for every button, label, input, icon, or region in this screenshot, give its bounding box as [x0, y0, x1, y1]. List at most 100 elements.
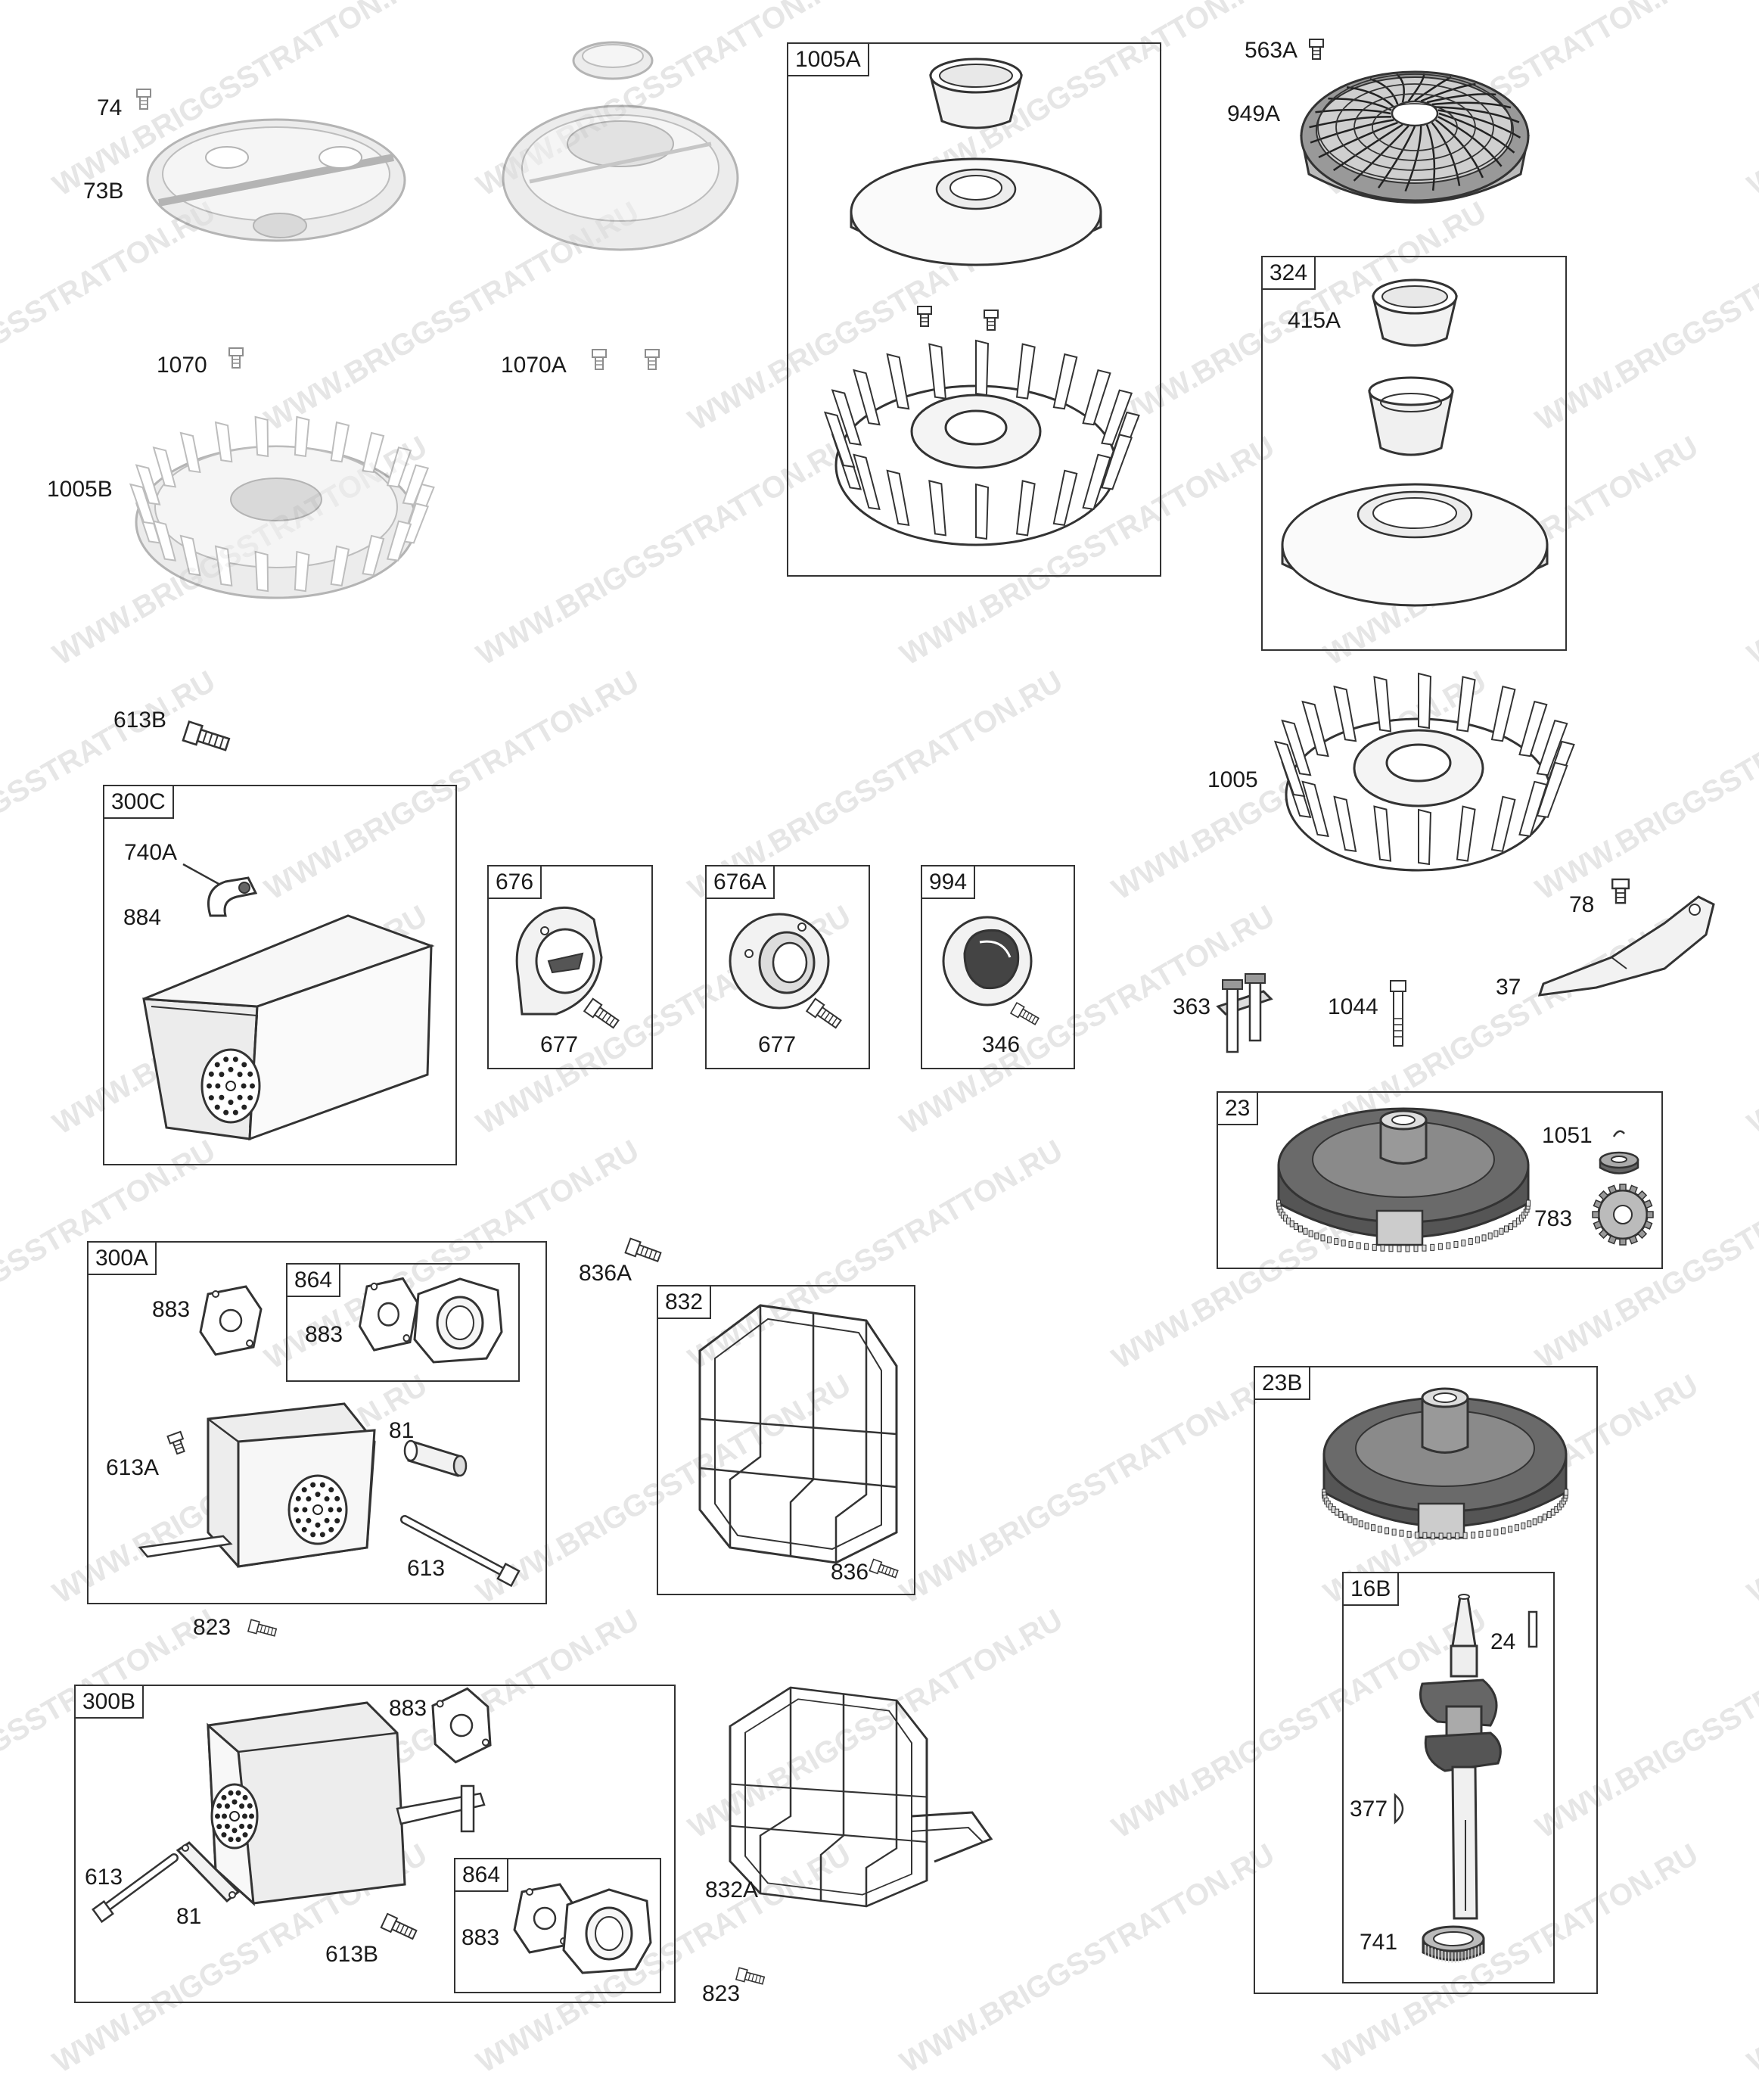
group-box-676A: 676A — [705, 865, 870, 1069]
deflector-994 — [938, 912, 1036, 1010]
label-1051: 1051 — [1542, 1123, 1593, 1148]
label-81-a: 81 — [389, 1418, 415, 1443]
fan-1005 — [1273, 666, 1575, 885]
screw-823-b — [735, 1960, 775, 1987]
group-tag-23: 23 — [1218, 1093, 1259, 1125]
screen-949A — [1294, 61, 1536, 219]
flange-864-a — [413, 1277, 505, 1364]
group-box-864-a: 864 — [286, 1263, 520, 1382]
label-740A: 740A — [124, 840, 178, 865]
key-377 — [1392, 1793, 1412, 1825]
screw-836 — [869, 1551, 909, 1582]
svg-text:WWW.BRIGGSSTRATTON.RU: WWW.BRIGGSSTRATTON.RU — [1742, 1837, 1759, 2080]
flywheel-23B — [1320, 1379, 1570, 1560]
bolt-1044 — [1389, 980, 1407, 1049]
sleeve-81-b — [170, 1839, 246, 1907]
cup-324-inner — [1354, 372, 1468, 463]
flywheel-23 — [1275, 1097, 1532, 1264]
label-346: 346 — [982, 1032, 1021, 1057]
flange-864-b — [562, 1888, 654, 1975]
clamp-884 — [203, 874, 263, 919]
label-832A: 832A — [705, 1878, 759, 1902]
label-563A: 563A — [1245, 38, 1298, 63]
label-883-c: 883 — [389, 1696, 427, 1721]
svg-text:WWW.BRIGGSSTRATTON.RU: WWW.BRIGGSSTRATTON.RU — [1531, 664, 1759, 907]
group-tag-676: 676 — [489, 866, 542, 899]
muffler-300A — [125, 1396, 382, 1578]
blower-housing-cup — [567, 36, 658, 82]
screw-74 — [136, 89, 151, 117]
group-tag-864-a: 864 — [287, 1265, 341, 1297]
sleeve-81-a — [401, 1434, 473, 1479]
label-883-b: 883 — [305, 1322, 343, 1347]
label-73B: 73B — [83, 179, 124, 204]
cage-832 — [696, 1302, 900, 1566]
screw-677-a — [583, 991, 634, 1031]
group-box-300B: 300B — [74, 1685, 676, 2003]
label-415A: 415A — [1288, 308, 1341, 333]
rod-613-b — [92, 1846, 185, 1924]
label-883-d: 883 — [462, 1925, 500, 1950]
key-24 — [1527, 1610, 1539, 1648]
rod-613-a — [400, 1514, 522, 1589]
group-box-864-b: 864 — [454, 1858, 661, 1993]
label-1070A: 1070A — [501, 353, 567, 378]
bracket-363 — [1210, 973, 1279, 1059]
group-box-23B: 23B — [1254, 1366, 1598, 1994]
muffler-300B — [200, 1695, 496, 1915]
label-1005B: 1005B — [47, 477, 113, 502]
label-741: 741 — [1360, 1930, 1398, 1955]
group-tag-324: 324 — [1263, 257, 1316, 290]
label-363: 363 — [1173, 994, 1211, 1019]
label-613-a: 613 — [407, 1556, 446, 1581]
label-1005: 1005 — [1207, 767, 1258, 792]
label-74: 74 — [97, 95, 123, 120]
svg-text:WWW.BRIGGSSTRATTON.RU: WWW.BRIGGSSTRATTON.RU — [1742, 899, 1759, 1141]
fan-1005A — [823, 333, 1140, 560]
housing-1005A — [847, 144, 1105, 280]
svg-text:WWW.BRIGGSSTRATTON.RU: WWW.BRIGGSSTRATTON.RU — [895, 1368, 1281, 1610]
group-box-1005A: 1005A — [787, 42, 1161, 577]
group-box-994: 994 — [921, 865, 1075, 1069]
label-823-a: 823 — [193, 1615, 232, 1640]
label-613A: 613A — [106, 1455, 160, 1480]
group-tag-300A: 300A — [89, 1243, 157, 1275]
label-1044: 1044 — [1328, 994, 1378, 1019]
gasket-883-c — [422, 1683, 501, 1768]
screw-613B-top — [182, 717, 239, 755]
group-box-324: 324 — [1261, 256, 1567, 651]
label-677-a: 677 — [540, 1032, 579, 1057]
label-37: 37 — [1496, 975, 1521, 1000]
cup-1005A — [919, 53, 1033, 136]
gear-783 — [1589, 1181, 1657, 1249]
air-guide-73B — [144, 112, 409, 256]
housing-324 — [1279, 469, 1551, 621]
group-tag-16B: 16B — [1344, 1573, 1400, 1606]
svg-text:WWW.BRIGGSSTRATTON.RU: WWW.BRIGGSSTRATTON.RU — [1742, 0, 1759, 203]
group-tag-1005A: 1005A — [788, 44, 869, 76]
group-box-676: 676 — [487, 865, 653, 1069]
deflector-676A — [726, 908, 832, 1014]
screw-346 — [1010, 997, 1052, 1028]
label-81-b: 81 — [176, 1904, 202, 1929]
group-box-300A: 300A — [87, 1241, 547, 1604]
group-box-16B: 16B — [1342, 1572, 1555, 1983]
cage-832A — [726, 1684, 999, 1918]
label-884: 884 — [123, 905, 162, 930]
label-949A: 949A — [1227, 101, 1281, 126]
group-tag-864-b: 864 — [455, 1859, 509, 1892]
label-883-a: 883 — [152, 1297, 191, 1322]
label-783: 783 — [1534, 1206, 1573, 1231]
label-677-b: 677 — [758, 1032, 797, 1057]
deflector-676 — [511, 901, 609, 1022]
fan-1005B — [129, 409, 435, 605]
label-1070: 1070 — [157, 353, 207, 378]
screw-1070A-a — [592, 349, 607, 377]
blower-housing-top — [499, 98, 741, 257]
screw-1070 — [228, 347, 244, 375]
gasket-883-a — [199, 1285, 263, 1356]
shield-37 — [1536, 893, 1717, 1003]
label-613-b: 613 — [85, 1865, 123, 1890]
label-613B-bot: 613B — [325, 1942, 379, 1967]
